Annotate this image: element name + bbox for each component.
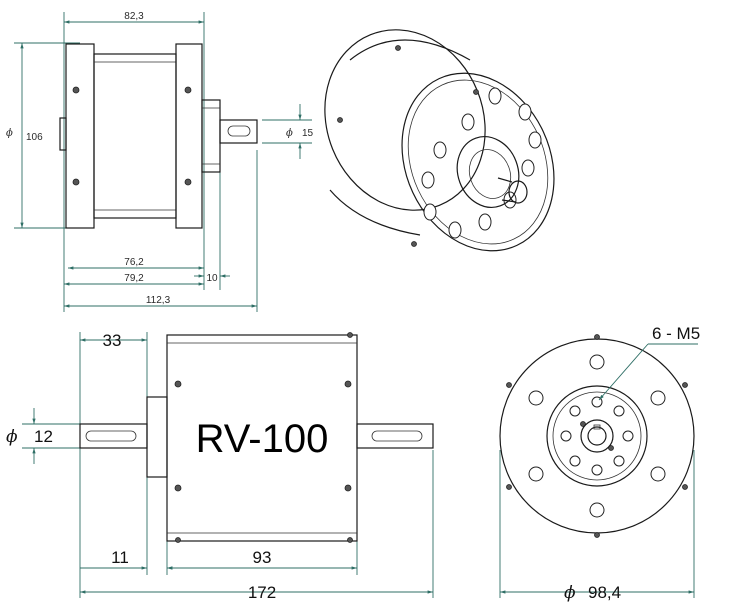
top-side-view: 82,3 ϕ 106 ϕ 15 76,2 79,2 10 112,3 <box>6 11 314 312</box>
dim-overall-label: 112,3 <box>146 295 171 306</box>
dim-diameter-label: 106 <box>26 132 43 143</box>
dim-overall-label: 172 <box>248 583 276 602</box>
dim-thread-label: 6 - M5 <box>652 324 700 343</box>
dim-body-flange-label: 79,2 <box>124 273 144 284</box>
dim-shaft-phi: ϕ <box>6 427 18 447</box>
dim-flange-label: 11 <box>111 548 129 567</box>
dim-front-diameter-label: 98,4 <box>588 583 621 602</box>
dim-shaft-left-label: 33 <box>103 331 122 350</box>
dim-diameter-phi: ϕ <box>6 128 13 139</box>
dim-body-label: 93 <box>253 548 272 567</box>
dim-length-label: 82,3 <box>124 11 144 22</box>
isometric-view <box>324 29 555 252</box>
dim-shaft-phi: ϕ <box>286 128 293 139</box>
model-title: RV-100 <box>196 417 329 461</box>
dim-front-phi: ϕ <box>564 583 576 603</box>
front-view: 6 - M5 ϕ 98,4 <box>499 324 700 603</box>
bottom-side-view: RV-100 33 ϕ 12 11 93 172 <box>6 331 434 602</box>
dim-shaft-diameter-label: 12 <box>34 427 53 446</box>
dim-body-label: 76,2 <box>124 257 144 268</box>
dim-shaft-ext-label: 10 <box>206 273 218 284</box>
dim-shaft-diameter-label: 15 <box>302 128 314 139</box>
